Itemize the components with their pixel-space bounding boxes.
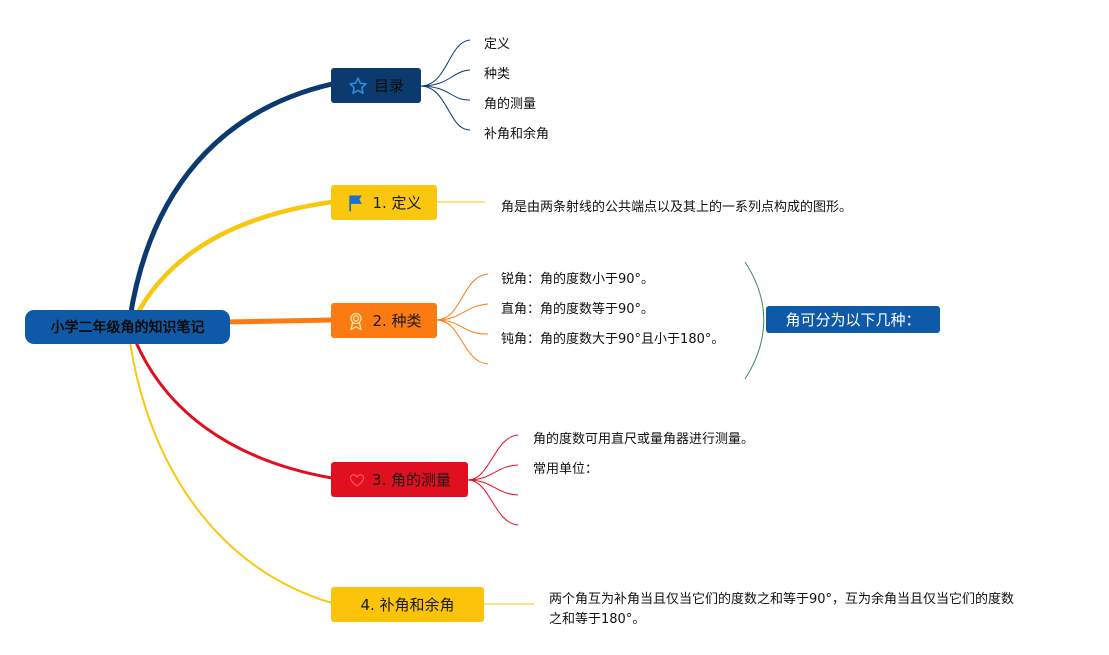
award-icon (346, 311, 366, 331)
measure-label: 3. 角的测量 (371, 471, 452, 489)
branch-line-measure (133, 339, 333, 480)
types-item-right: 直角：角的度数等于90°。 (501, 302, 655, 317)
toc-node[interactable]: 目录 (331, 68, 421, 103)
branch-line-toc (127, 81, 333, 319)
toc-label: 目录 (373, 77, 404, 95)
supplement-text-line2: 之和等于180°。 (549, 612, 646, 627)
types-item-acute: 锐角：角的度数小于90°。 (501, 272, 655, 287)
types-label: 2. 种类 (372, 312, 422, 330)
branch-line-types (224, 317, 333, 325)
types-item-obtuse: 钝角：角的度数大于90°且小于180°。 (501, 332, 725, 347)
summary-bracket (744, 261, 765, 380)
measure-node[interactable]: 3. 角的测量 (331, 462, 468, 497)
branch-line-definition (133, 199, 333, 320)
supplement-text-line1: 两个角互为补角当且仅当它们的度数之和等于90°，互为余角当且仅当它们的度数 (549, 592, 1015, 607)
supplement-label: 4. 补角和余角 (360, 596, 455, 614)
star-icon (348, 76, 368, 96)
flag-icon (346, 193, 366, 213)
types-sub-lines (435, 273, 489, 365)
root-label: 小学二年级角的知识笔记 (50, 320, 205, 336)
definition-label: 1. 定义 (372, 194, 422, 212)
types-summary-node[interactable]: 角可分为以下几种： (766, 306, 940, 333)
toc-item-supplement[interactable]: 补角和余角 (484, 127, 550, 142)
root-node[interactable]: 小学二年级角的知识笔记 (25, 310, 230, 344)
measure-item-units: 常用单位： (533, 462, 599, 477)
types-summary-label: 角可分为以下几种： (785, 311, 921, 329)
toc-sub-lines (419, 39, 471, 131)
toc-item-measure[interactable]: 角的测量 (484, 97, 537, 112)
heart-icon (348, 471, 366, 489)
supplement-node[interactable]: 4. 补角和余角 (331, 587, 484, 622)
toc-item-types[interactable]: 种类 (484, 67, 511, 82)
measure-item-tools: 角的度数可用直尺或量角器进行测量。 (533, 432, 755, 447)
definition-node[interactable]: 1. 定义 (331, 185, 437, 220)
definition-text: 角是由两条射线的公共端点以及其上的一系列点构成的图形。 (501, 200, 853, 215)
measure-sub-lines (467, 434, 519, 526)
branch-line-supplement (129, 341, 333, 604)
toc-item-definition[interactable]: 定义 (484, 37, 511, 52)
types-node[interactable]: 2. 种类 (331, 303, 437, 338)
